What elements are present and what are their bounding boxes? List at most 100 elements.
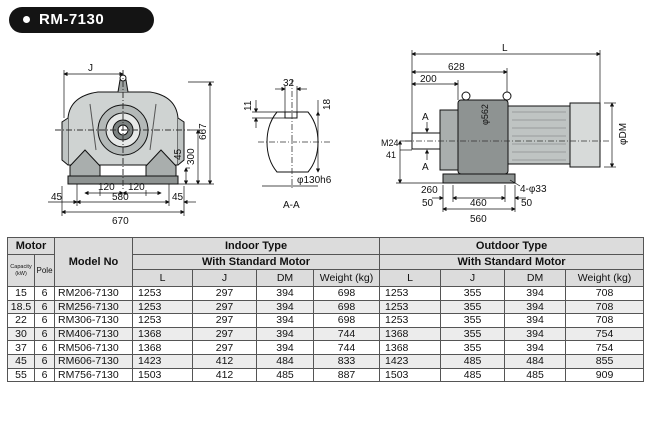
dim-label-J: J [88,63,93,74]
section-label-aa: A-A [283,200,300,211]
dim-label-580: 580 [112,192,129,203]
dim-label-45-vertical: 45 [173,148,184,160]
cell-out-j: 485 [440,353,506,369]
cell-out-j: 355 [440,340,506,355]
section-aa-dimensions [252,86,321,187]
cell-in-l: 1253 [132,286,194,301]
cell-in-w: 698 [313,313,381,328]
section-marker-a-bottom: A [422,162,429,173]
header-outdoor-type: Outdoor Type [379,237,645,255]
cell-in-w: 698 [313,286,381,301]
cell-in-j: 297 [192,340,258,355]
cell-in-j: 297 [192,299,258,315]
dim-label-560: 560 [470,214,487,225]
cell-in-j: 297 [192,313,258,328]
cell-out-l: 1368 [379,326,442,342]
front-view-drawing [55,70,190,190]
cell-out-w: 754 [565,340,645,355]
cell-out-w: 708 [565,299,645,315]
cell-model: RM506-7130 [54,340,134,355]
side-view-dimensions [396,50,616,212]
cell-pole: 6 [33,286,56,301]
cell-in-l: 1368 [132,326,194,342]
cell-model: RM256-7130 [54,299,134,315]
cell-out-dm: 394 [504,286,567,301]
cell-cap: 55 [7,367,35,383]
header-outdoor-DM: DM [504,269,567,287]
header-indoor-std-motor: With Standard Motor [132,254,381,270]
header-capacity: Capacity (kW) [7,254,35,287]
cell-pole: 6 [33,353,56,369]
cell-model: RM406-7130 [54,326,134,342]
header-motor: Motor [6,237,56,255]
cell-out-l: 1253 [379,299,442,315]
cell-out-dm: 485 [504,367,567,383]
dim-label-50-right: 50 [521,198,533,209]
header-indoor-type: Indoor Type [132,237,381,255]
cell-out-w: 754 [565,326,645,342]
cell-cap: 45 [7,353,35,369]
dim-label-holes: 4-φ33 [520,184,547,195]
cell-out-dm: 394 [504,326,567,342]
cell-cap: 30 [7,326,35,342]
cell-in-dm: 394 [256,326,315,342]
cell-in-w: 744 [313,326,381,342]
cell-out-dm: 394 [504,299,567,315]
cell-cap: 15 [7,286,35,301]
cell-out-w: 708 [565,286,645,301]
header-outdoor-L: L [379,269,442,287]
dim-label-50-left: 50 [422,198,434,209]
dim-label-670: 670 [112,216,129,227]
header-indoor-L: L [132,269,194,287]
side-view-dim-labels: L 628 200 φ562 A A M24 41 260 50 460 50 … [381,43,629,225]
header-outdoor-weight: Weight (kg) [565,269,645,287]
front-view-dimensions [48,70,214,216]
cell-model: RM756-7130 [54,367,134,383]
dim-label-260: 260 [421,185,438,196]
dimensions-table: Motor Model No Indoor Type Outdoor Type … [6,237,645,383]
cell-pole: 6 [33,313,56,328]
cell-model: RM206-7130 [54,286,134,301]
cell-in-dm: 394 [256,313,315,328]
model-title-badge: RM-7130 [9,7,154,33]
dim-label-shaft-diameter: φ130h6 [297,175,332,186]
cell-in-l: 1253 [132,313,194,328]
cell-model: RM306-7130 [54,313,134,328]
dim-label-460: 460 [470,198,487,209]
cell-out-l: 1423 [379,353,442,369]
dim-label-562: φ562 [480,104,490,125]
cell-model: RM606-7130 [54,353,134,369]
cell-pole: 6 [33,367,56,383]
header-indoor-DM: DM [256,269,315,287]
header-model-no: Model No [54,237,134,287]
cell-in-j: 412 [192,367,258,383]
cell-in-dm: 394 [256,286,315,301]
cell-pole: 6 [33,326,56,342]
cell-in-l: 1368 [132,340,194,355]
cell-in-l: 1253 [132,299,194,315]
section-aa-drawing [258,80,330,190]
cell-in-dm: 394 [256,299,315,315]
cell-out-dm: 484 [504,353,567,369]
dim-label-L: L [502,43,508,54]
header-outdoor-std-motor: With Standard Motor [379,254,645,270]
dim-label-628: 628 [448,62,465,73]
cell-cap: 37 [7,340,35,355]
cell-in-w: 887 [313,367,381,383]
dim-label-300: 300 [186,148,197,165]
dim-label-200: 200 [420,74,437,85]
cell-in-j: 297 [192,326,258,342]
cell-in-dm: 484 [256,353,315,369]
dim-label-41: 41 [386,150,396,160]
cell-out-dm: 394 [504,313,567,328]
header-outdoor-J: J [440,269,506,287]
header-pole: Pole [33,254,56,287]
cell-out-l: 1368 [379,340,442,355]
cell-in-w: 698 [313,299,381,315]
